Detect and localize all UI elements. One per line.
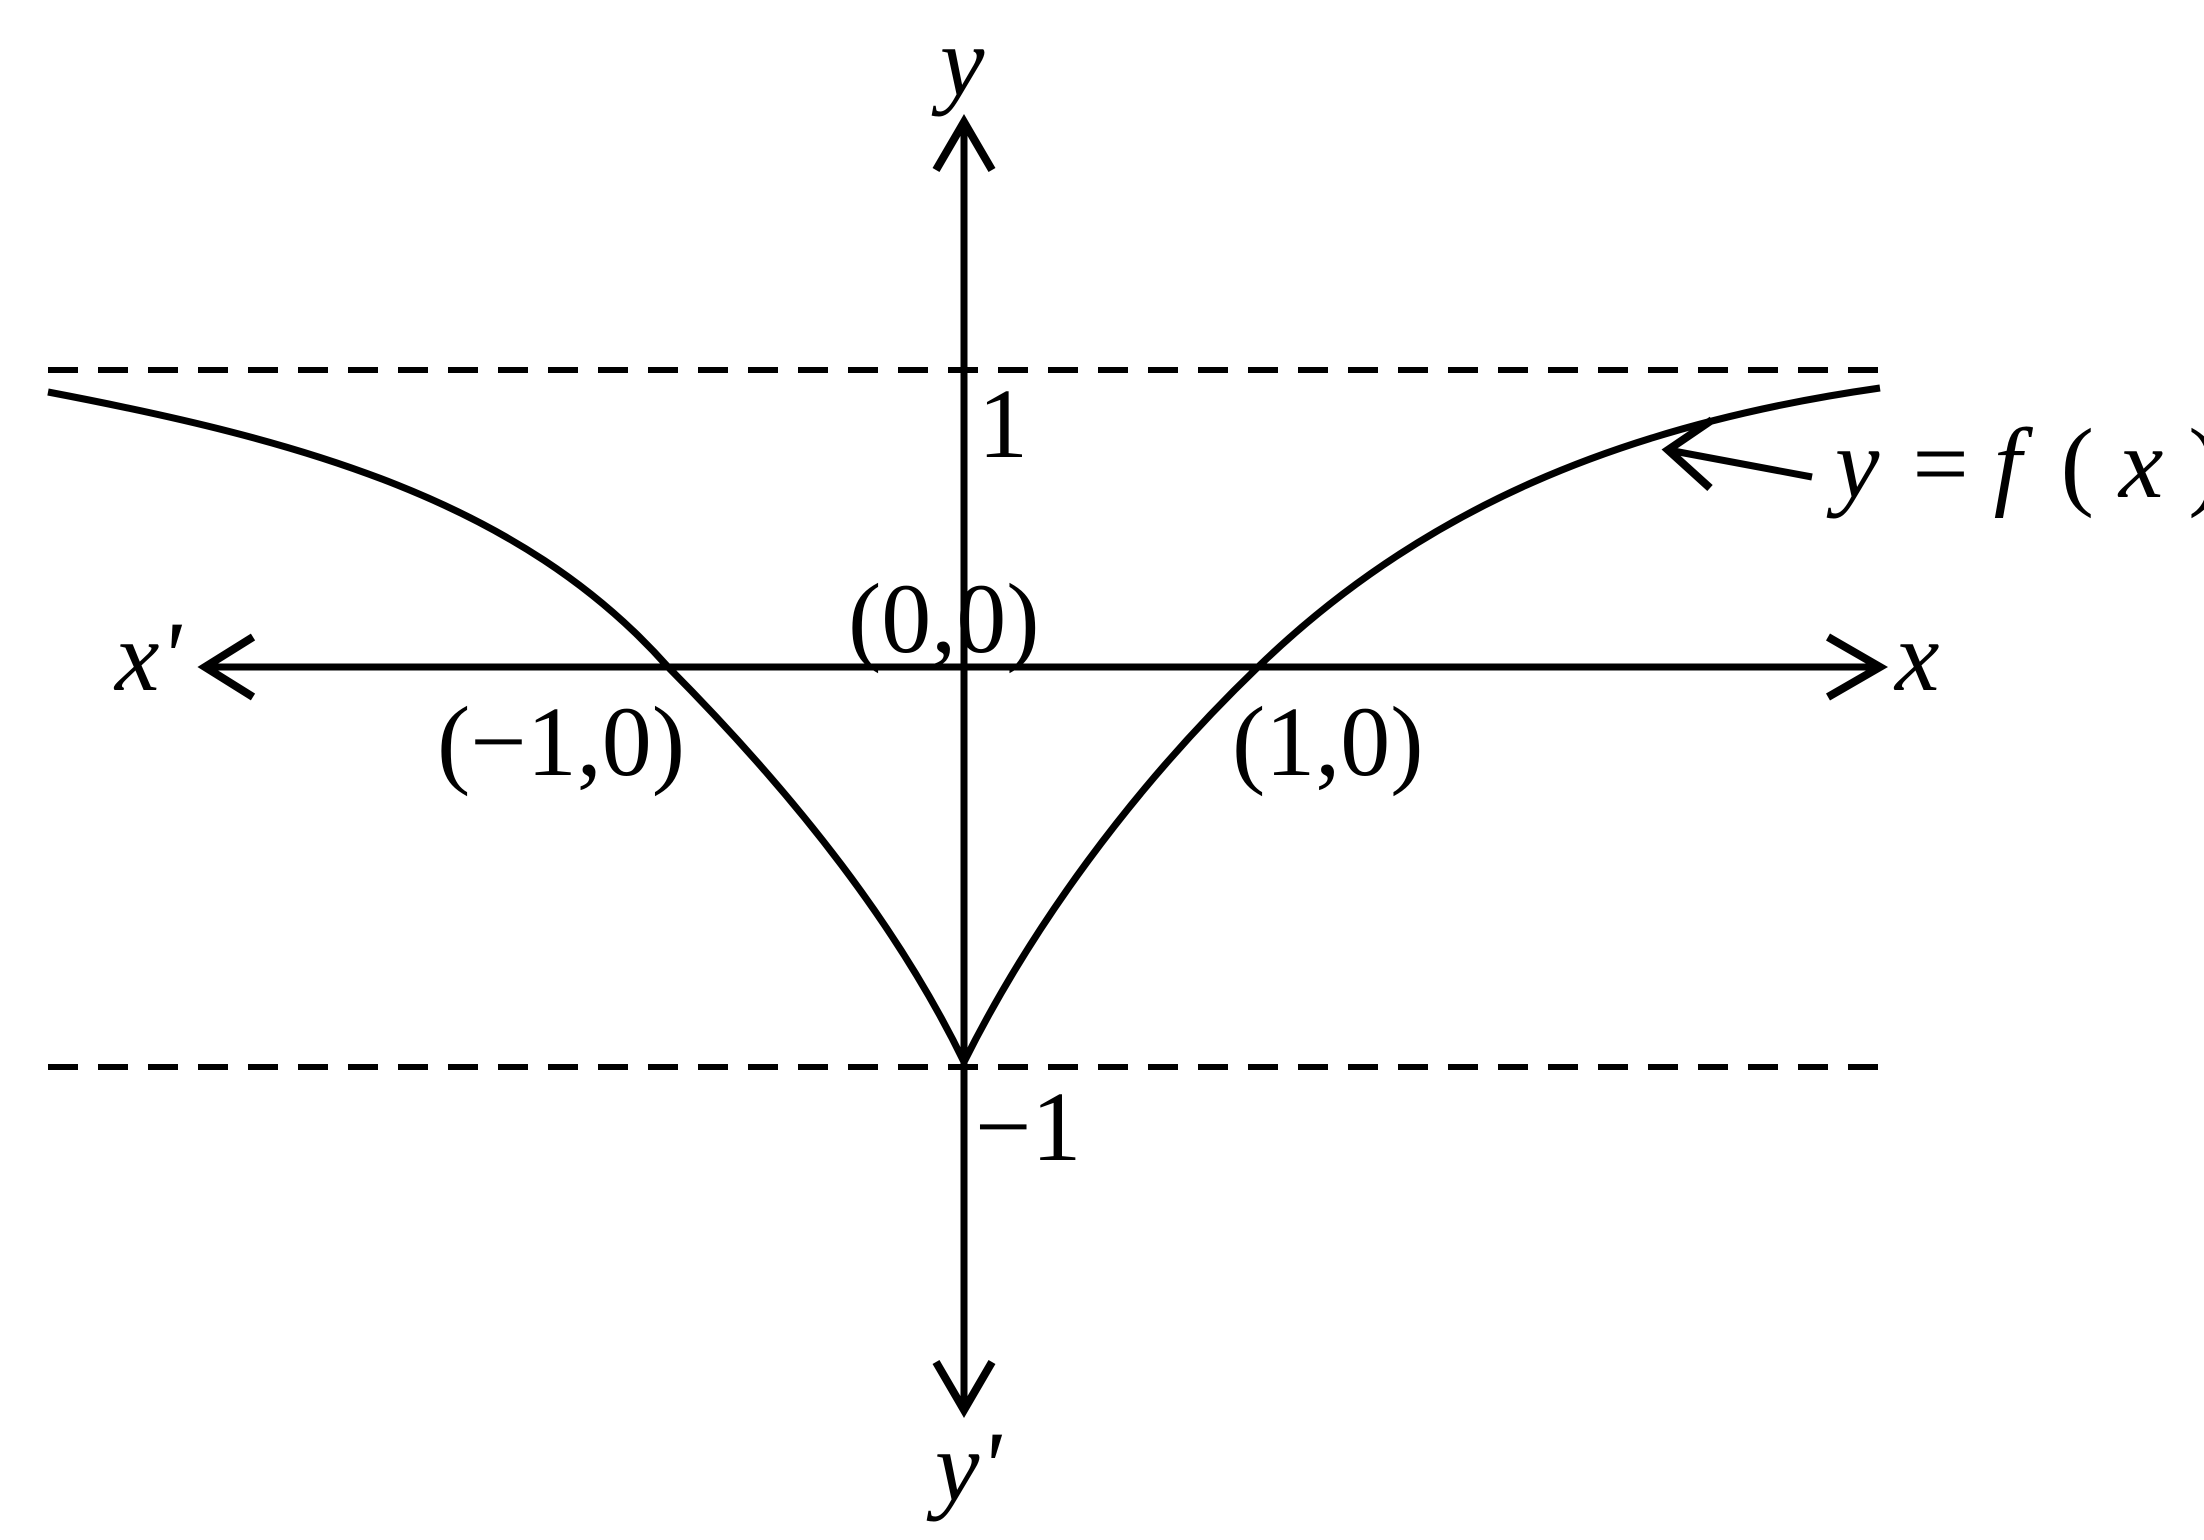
curve-left — [47, 388, 968, 1064]
axis-label-x-neg: x' — [113, 601, 182, 712]
x-axis-arrow-right — [1826, 633, 1889, 701]
curve-label-close: ) — [2188, 408, 2204, 519]
tick-label-y-minus-1: −1 — [975, 1071, 1081, 1182]
axis-label-y: y — [931, 6, 985, 117]
curve-label-x: x — [2117, 408, 2163, 519]
point-label-origin: (0,0) — [848, 563, 1040, 674]
axis-label-x: x — [1893, 601, 1939, 712]
curve-label-eq: = — [1912, 408, 1968, 519]
axis-label-y-neg: y' — [926, 1411, 1002, 1522]
curve-pointer-arrowhead — [1661, 416, 1715, 491]
y-axis-arrow-up — [932, 114, 996, 173]
point-label-neg-one: (−1,0) — [437, 686, 685, 797]
curve-right — [960, 384, 1881, 1064]
curve-label: y = f ( x ) — [1826, 408, 2204, 519]
curve-pointer-line — [1667, 446, 1813, 481]
y-axis-arrow-down — [932, 1359, 996, 1418]
curve-label-f: f — [1994, 408, 2034, 519]
tick-label-y-1: 1 — [978, 368, 1028, 479]
curve-label-y: y — [1826, 408, 1880, 519]
x-axis-arrow-left — [197, 633, 256, 701]
point-label-pos-one: (1,0) — [1232, 686, 1424, 797]
curve-label-open: ( — [2061, 408, 2094, 519]
